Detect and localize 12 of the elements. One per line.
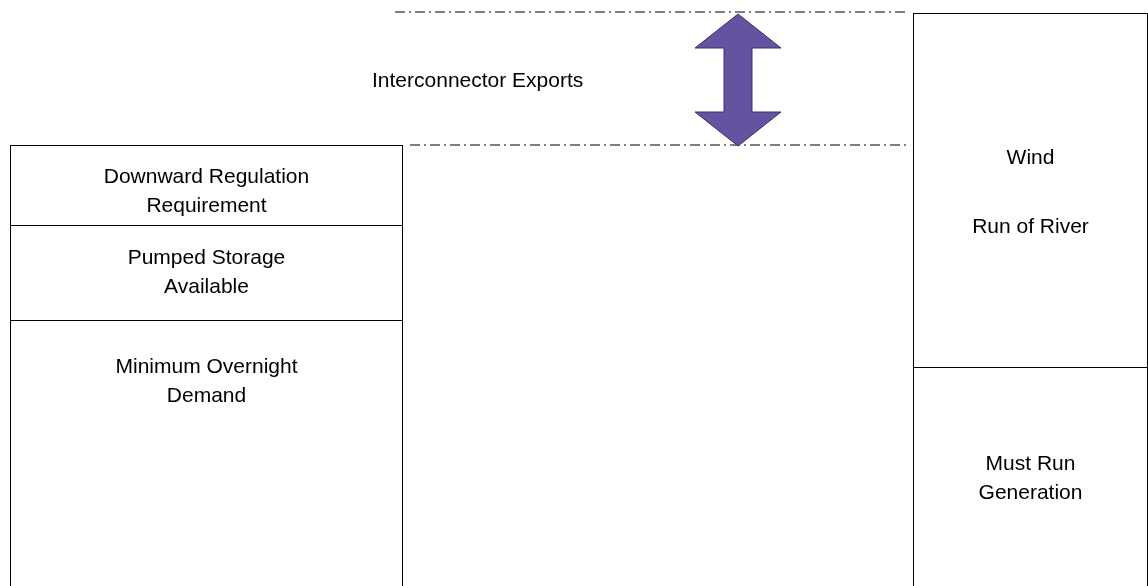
generation-block <box>913 13 1148 368</box>
block-label: Wind <box>1006 144 1055 170</box>
block-label: Pumped Storage Available <box>126 244 287 299</box>
generation-block <box>913 367 1148 586</box>
storage-block <box>10 225 403 321</box>
regulation-block <box>10 145 403 226</box>
dimension-label: Interconnector Exports <box>372 68 584 92</box>
block-label: Minimum Overnight Demand <box>114 353 299 408</box>
demand-block <box>10 320 403 586</box>
block-label: Must Run Generation <box>977 450 1084 505</box>
block-label: Run of River <box>972 213 1089 239</box>
block-label: Downward Regulation Requirement <box>102 162 311 218</box>
